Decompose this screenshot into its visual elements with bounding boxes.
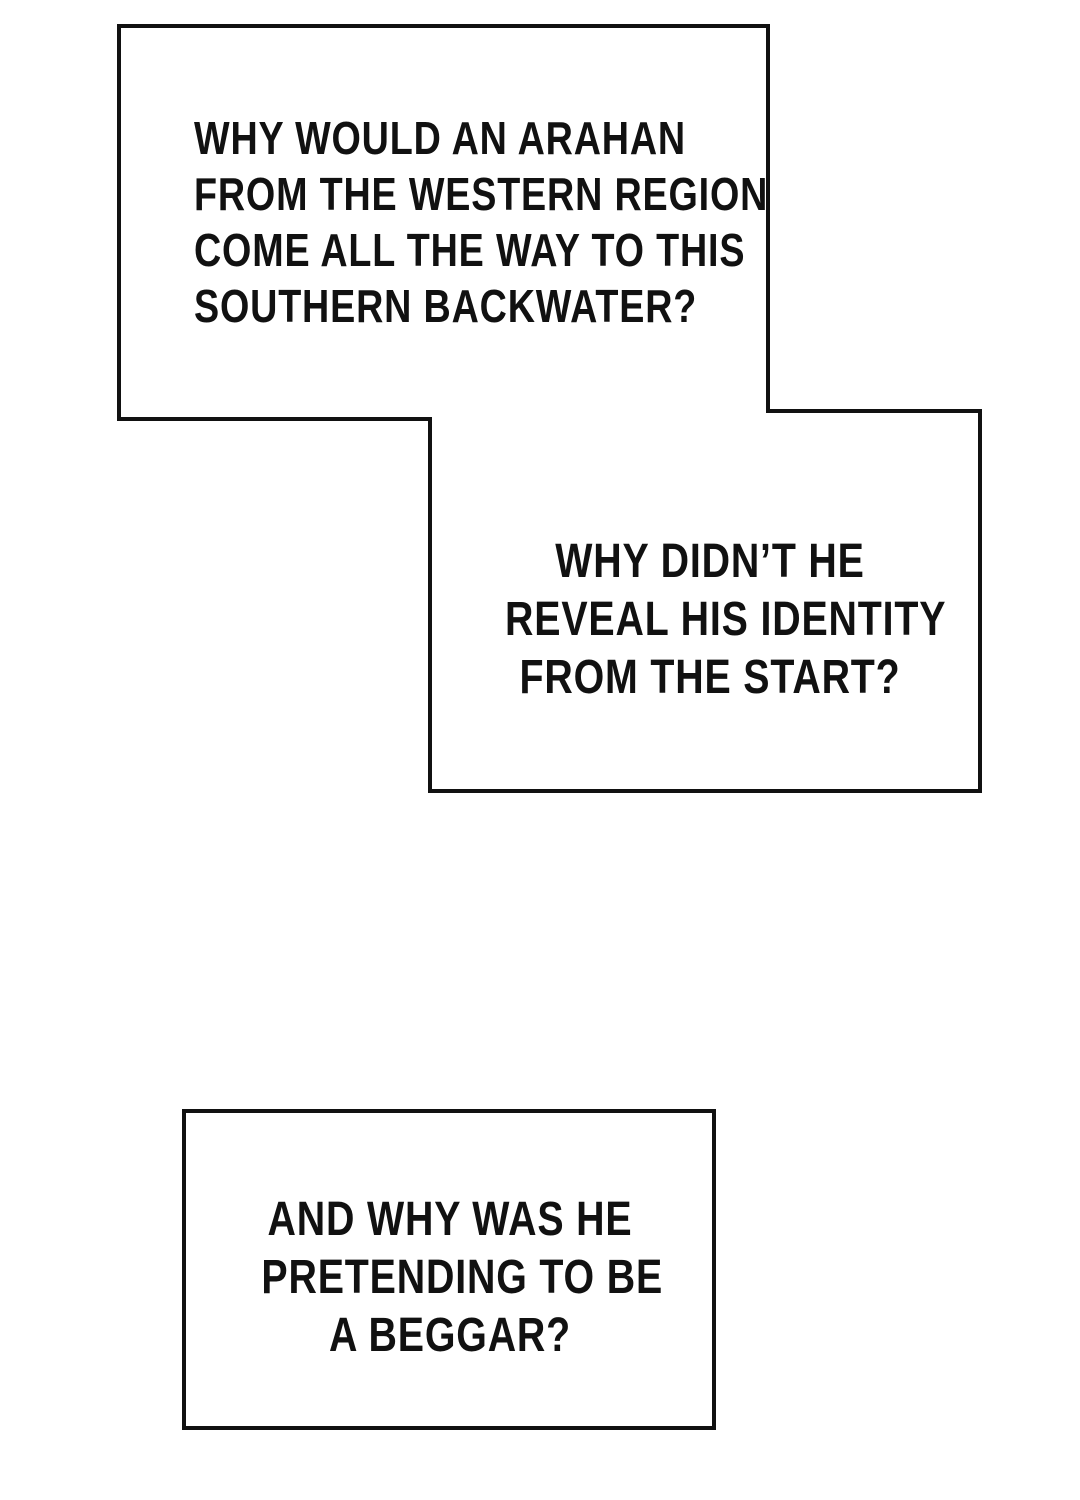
caption-line: COME ALL THE WAY TO THIS: [194, 224, 746, 276]
caption-line: A BEGGAR?: [328, 1309, 572, 1362]
caption-line: FROM THE WESTERN REGION: [194, 168, 769, 220]
caption-line: AND WHY WAS HE: [267, 1193, 633, 1246]
caption-line: REVEAL HIS IDENTITY: [505, 593, 947, 646]
caption-line: SOUTHERN BACKWATER?: [194, 280, 698, 332]
caption-line: FROM THE START?: [519, 651, 901, 704]
caption-line: WHY DIDN’T HE: [555, 535, 865, 588]
caption-text-beggar-question: AND WHY WAS HE PRETENDING TO BE A BEGGAR…: [261, 1191, 664, 1365]
caption-line: PRETENDING TO BE: [261, 1251, 664, 1304]
linked-caption-boxes: [117, 24, 982, 793]
caption-text-arahan-question: WHY WOULD AN ARAHAN FROM THE WESTERN REG…: [194, 110, 769, 334]
caption-box-outline-upper-pair: [117, 24, 982, 793]
caption-text-identity-question: WHY DIDN’T HE REVEAL HIS IDENTITY FROM T…: [505, 533, 947, 707]
caption-box-beggar: [182, 1109, 716, 1430]
caption-line: WHY WOULD AN ARAHAN: [194, 112, 686, 164]
